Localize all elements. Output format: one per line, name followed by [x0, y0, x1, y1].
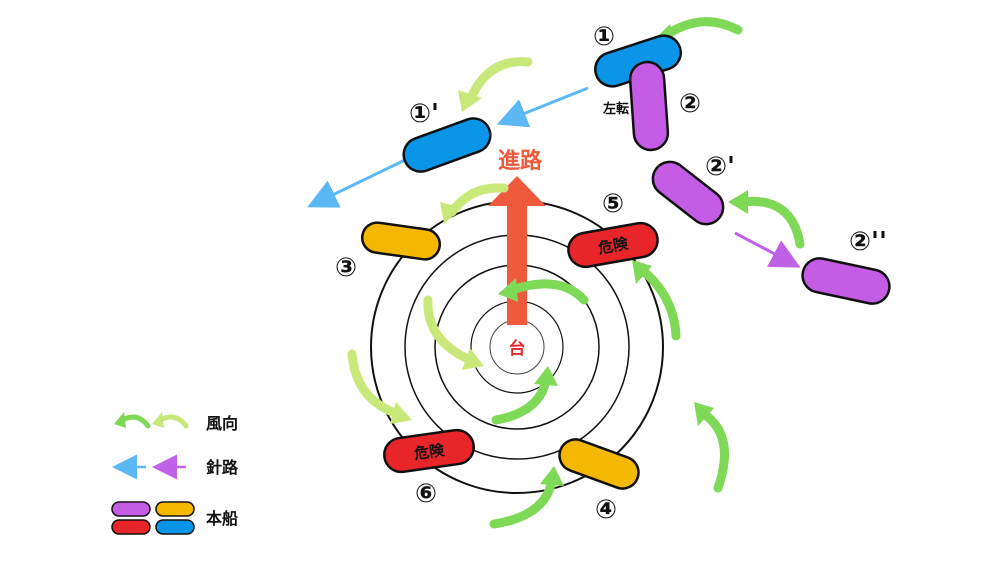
legend-ship-purple-icon — [111, 501, 151, 517]
course-arrow-1 — [496, 86, 589, 128]
wind-arrow-head — [498, 278, 518, 302]
marker-5: ⑤ — [602, 189, 624, 219]
ship-1p — [402, 117, 492, 173]
wind-arrow-head — [458, 90, 482, 112]
ship-2 — [628, 60, 670, 152]
wind-arrows — [347, 17, 805, 529]
wind-arrow-head — [534, 366, 558, 386]
wind-arrow-head — [462, 348, 484, 370]
wind-arrow — [699, 409, 729, 493]
wind-arrow — [489, 475, 557, 529]
ship-2p — [651, 160, 725, 226]
marker-2p: ②' — [705, 152, 735, 182]
danger-label-6: 危険 — [413, 441, 446, 463]
marker-6: ⑥ — [415, 479, 437, 509]
ship-3 — [360, 221, 442, 261]
wind-arrow-head — [632, 260, 652, 284]
legend-wind-light-head — [152, 412, 164, 428]
heading-label: 進路 — [498, 148, 543, 174]
marker-4: ④ — [595, 495, 617, 525]
marker-2pp: ②'' — [849, 227, 887, 257]
wind-arrow — [465, 57, 533, 105]
wind-arrow — [657, 17, 743, 43]
ship-4 — [558, 438, 640, 490]
turn-label: 左転 — [603, 101, 629, 117]
marker-1p: ①' — [409, 99, 439, 129]
legend-wind-light-icon — [157, 414, 189, 429]
legend-wind-green-head — [114, 412, 126, 428]
legend-ship-blue-icon — [155, 519, 195, 535]
center-label: 台 — [509, 338, 526, 359]
wind-arrow — [507, 279, 589, 305]
legend-ship-red-icon — [111, 519, 151, 535]
marker-3: ③ — [335, 253, 357, 283]
legend-ship-yellow-icon — [155, 501, 195, 517]
wind-arrow — [737, 196, 805, 249]
wind-arrow — [347, 349, 403, 419]
wind-arrow — [491, 375, 551, 425]
legend-ship-symbols — [111, 501, 195, 535]
wind-arrow-head — [694, 402, 714, 426]
legend-course-label: 針路 — [206, 458, 239, 477]
danger-label-5: 危険 — [597, 234, 631, 257]
wind-arrow-head — [440, 202, 462, 224]
legend: 風向 針路 本船 — [111, 412, 239, 535]
wind-arrow-head — [728, 190, 748, 214]
course-arrow-1p — [307, 158, 406, 208]
ship-5 — [567, 221, 659, 269]
legend-wind-green-icon — [119, 414, 151, 429]
course-arrow-2 — [734, 231, 801, 268]
wind-arrow-head — [540, 466, 564, 486]
wind-arrow — [637, 265, 681, 341]
markers: ① ② ①' ②' ②'' ③ ⑤ ⑥ ④ — [335, 22, 887, 525]
ships — [360, 34, 891, 490]
legend-wind-label: 風向 — [206, 414, 238, 433]
ship-2pp — [801, 257, 891, 305]
heading-arrow — [488, 176, 546, 325]
wind-arrow — [423, 295, 475, 365]
legend-ship-label: 本船 — [206, 509, 238, 528]
ship-6 — [383, 428, 475, 474]
wind-arrow-head — [390, 402, 412, 424]
legend-wind-symbols — [114, 412, 189, 429]
marker-1: ① — [593, 22, 615, 52]
marker-2: ② — [679, 89, 701, 119]
